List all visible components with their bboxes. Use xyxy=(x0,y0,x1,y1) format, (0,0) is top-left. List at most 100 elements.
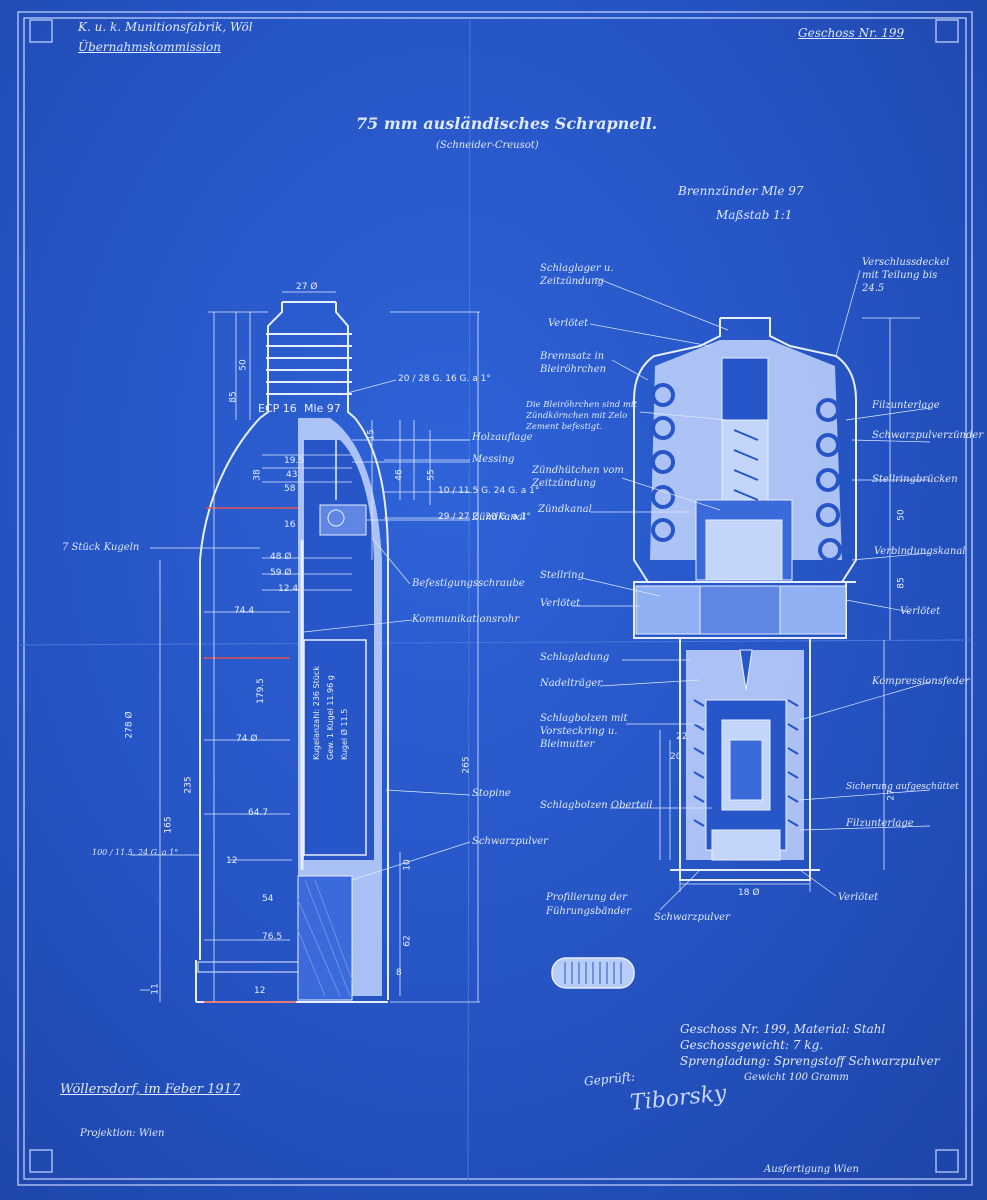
bottom-sign: Ausfertigung Wien xyxy=(764,1164,859,1175)
dim-12: 12 xyxy=(226,856,238,866)
dim-fuze-50: 50 xyxy=(896,509,907,521)
dim-235: 235 xyxy=(183,776,194,794)
dim-50: 50 xyxy=(238,359,249,371)
shell-text-2: Gew. 1 Kugel 11.96 g xyxy=(326,675,335,760)
fuze-label-right-5: Verlötet xyxy=(900,606,941,617)
fold-line xyxy=(467,19,471,1181)
dim-58: 58 xyxy=(284,484,296,494)
label-brass: Messing xyxy=(472,454,515,465)
label-thread-3: 29 / 27 G. 20 G. a 1° xyxy=(438,512,531,522)
fuze-label-left-3: Die Bleiröhrchen sind mit Zündkörnchen m… xyxy=(526,400,638,432)
fuze-label-right-6: Kompressionsfeder xyxy=(872,676,970,687)
dim-1795: 179.5 xyxy=(255,678,266,704)
sheet-frame xyxy=(17,11,973,1186)
dim-10: 10 xyxy=(402,859,413,871)
drawing-title: 75 mm ausländisches Schrapnell. xyxy=(356,114,658,133)
shell-text-1: Kugelanzahl: 236 Stück xyxy=(312,666,321,760)
diaphragm xyxy=(319,504,367,536)
fuze-label-left-0: Schlaglager u. Zeitzündung xyxy=(540,263,614,287)
dim-8: 8 xyxy=(396,968,402,978)
fuze-label-left-2: Brennsatz in Bleiröhrchen xyxy=(540,351,607,375)
marking-mle: Mle 97 xyxy=(304,402,341,415)
label-ignition-channel: Zündkanal xyxy=(472,512,526,523)
fuze-label-left-5: Zündkanal xyxy=(538,504,592,515)
label-band-2: Führungsbänder xyxy=(546,906,631,917)
sheet-number: Geschoss Nr. 199 xyxy=(798,26,905,40)
dim-647: 64.7 xyxy=(248,808,269,818)
label-fastening-screw: Befestigungsschraube xyxy=(412,578,525,589)
dim-744: 74.4 xyxy=(234,606,255,616)
dim-740: 74 Ø xyxy=(236,734,258,744)
ball-in-head xyxy=(327,509,345,527)
projection-note: Projektion: Wien xyxy=(80,1128,165,1139)
dim-27: 27 Ø xyxy=(296,282,318,292)
red-lines xyxy=(204,507,298,1003)
fuze-label-right-9: Verlötet xyxy=(838,892,879,903)
dim-265: 265 xyxy=(461,756,472,774)
spec-line-4: Gewicht 100 Gramm xyxy=(744,1072,849,1083)
fuze-label-right-2: Schwarzpulverzünder xyxy=(872,430,984,441)
fuze-label-right-7: Sicherung aufgeschüttet xyxy=(846,782,959,792)
fuze-label-left-4: Zündhütchen vom Zeitzündung xyxy=(532,465,624,489)
dim-55: 55 xyxy=(426,469,437,481)
dim-43: 43 xyxy=(286,470,298,480)
driving-band xyxy=(197,961,299,973)
fuze-label-left-6: Stellring xyxy=(540,570,585,581)
powder-rings xyxy=(651,383,842,562)
fuze-leaders xyxy=(572,269,931,911)
label-thread-1: 20 / 28 G. 16 G. a 1° xyxy=(398,374,491,384)
shell-dimension-lines xyxy=(130,291,480,1003)
dim-fuze-20: 20 xyxy=(670,752,682,762)
shell-leaders xyxy=(150,379,471,881)
dim-165: 165 xyxy=(163,816,174,834)
shell-cavity xyxy=(304,440,374,860)
fuze-dimension-lines xyxy=(659,317,920,892)
dim-12b: 12 xyxy=(254,986,266,996)
fuze-label-right-1: Filzunterlage xyxy=(872,400,940,411)
fuze-label-left-10: Schlagbolzen mit Vorsteckring u. Bleimut… xyxy=(540,713,628,750)
dim-fuze-18: 18 Ø xyxy=(738,888,760,898)
fuze-label-left-11: Schlagbolzen Oberteil xyxy=(540,800,653,811)
dim-15: 15 xyxy=(366,429,377,441)
label-thread-2: 10 / 11.5 G. 24 G. a 1° xyxy=(438,486,540,496)
dim-46: 46 xyxy=(394,469,405,481)
fuze-label-bottom: Schwarzpulver xyxy=(654,912,730,923)
fuze-label-right-0: Verschlussdeckel mit Teilung bis 24.5 xyxy=(862,257,950,294)
spec-line-1: Geschoss Nr. 199, Material: Stahl xyxy=(680,1022,886,1036)
fuze-title: Brennzünder Mle 97 xyxy=(678,184,804,198)
drawing-subtitle: (Schneider-Creusot) xyxy=(436,140,539,151)
label-comm-tube: Kommunikationsrohr xyxy=(412,614,520,625)
dim-195: 19.5 xyxy=(284,456,305,466)
label-thread-left: 100 / 11.5, 24 G. a 1° xyxy=(92,848,179,857)
spec-line-2: Geschossgewicht: 7 kg. xyxy=(680,1038,824,1052)
fuze-label-left-7: Verlötet xyxy=(540,598,581,609)
marking-ecp: ECP 16 xyxy=(258,402,297,415)
maker-line-1: K. u. k. Munitionsfabrik, Wöl xyxy=(78,20,253,34)
label-band-1: Profilierung der xyxy=(546,892,627,903)
fuze-drawing xyxy=(633,317,857,881)
dim-124: 12.4 xyxy=(278,584,299,594)
dim-fuze-22: 22 xyxy=(676,732,688,742)
shell-text-3: Kugel Ø 11.5 xyxy=(340,708,349,760)
dim-16: 16 xyxy=(284,520,296,530)
maker-line-2: Übernahmskommission xyxy=(78,40,221,54)
label-black-powder: Schwarzpulver xyxy=(472,836,548,847)
fuze-label-right-3: Stellringbrücken xyxy=(872,474,958,485)
fuze-scale: Maßstab 1:1 xyxy=(716,208,793,222)
spec-line-3: Sprengladung: Sprengstoff Schwarzpulver xyxy=(680,1054,940,1068)
dim-fuze-85: 85 xyxy=(896,577,907,589)
dim-278: 278 Ø xyxy=(124,711,135,739)
dim-54: 54 xyxy=(262,894,274,904)
fuze-springs xyxy=(693,429,799,827)
fold-line xyxy=(19,639,971,646)
fuze-label-right-4: Verbindungskanal xyxy=(874,546,966,557)
dim-fuze-27: 27 xyxy=(886,789,897,801)
dim-85: 85 xyxy=(228,391,239,403)
fuze-label-left-1: Verlötet xyxy=(548,318,589,329)
dim-59: 59 Ø xyxy=(270,568,292,578)
dim-765: 76.5 xyxy=(262,932,283,942)
dim-62: 62 xyxy=(402,935,413,947)
dim-38: 38 xyxy=(252,469,263,481)
